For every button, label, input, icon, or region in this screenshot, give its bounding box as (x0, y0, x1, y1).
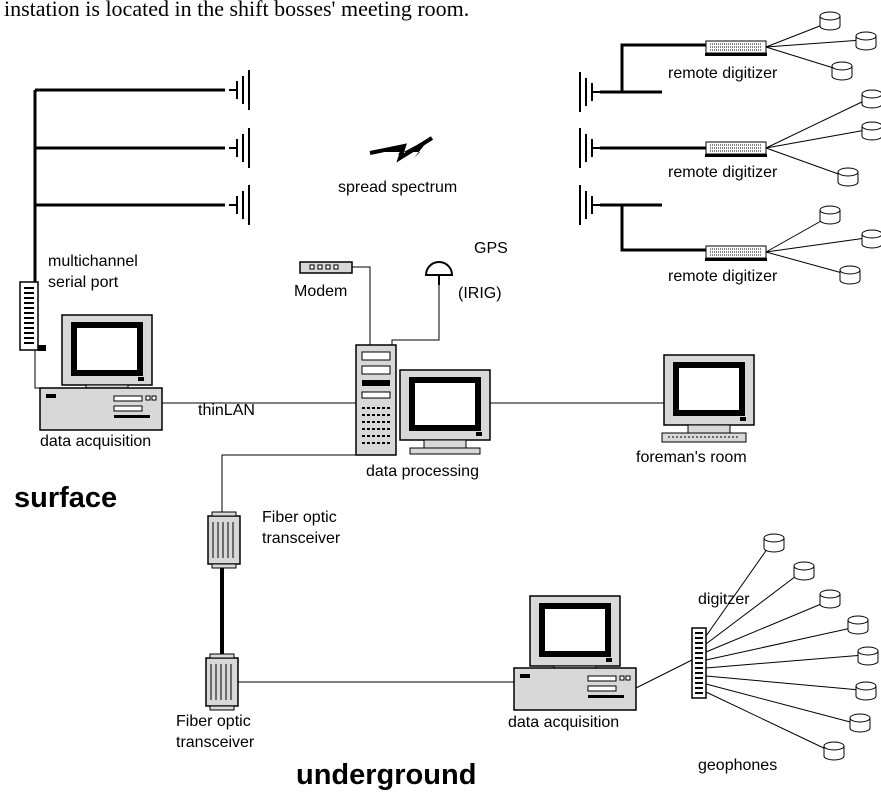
fiber-bottom-label-2: transceiver (176, 734, 255, 751)
monitor-icon (62, 315, 152, 399)
computer-icon (39, 387, 163, 431)
geophones-label: geophones (698, 757, 777, 774)
antenna-icon (579, 71, 601, 113)
multichannel-label: multichannel (48, 253, 138, 270)
geophone-icon (837, 167, 859, 187)
foremans-room-label: foreman's room (636, 449, 747, 466)
underground-label: underground (296, 759, 476, 791)
gps-label: GPS (474, 240, 508, 257)
server-tower-icon (355, 344, 397, 456)
geophone-icon (839, 265, 861, 285)
antenna-icon (228, 184, 250, 226)
geophone-icon (861, 229, 881, 249)
geophone-icon (855, 31, 877, 51)
geophone-icon (831, 61, 853, 81)
geophone-icon (857, 646, 879, 666)
antenna-icon (228, 127, 250, 169)
digitizer-icon (704, 40, 768, 57)
modem-icon (299, 261, 353, 274)
serial-port-label: serial port (48, 274, 119, 291)
header-text: instation is located in the shift bosses… (4, 0, 469, 21)
antenna-icon (579, 127, 601, 169)
modem-label: Modem (294, 283, 347, 300)
geophone-icon (849, 713, 871, 733)
left-radio-bus (33, 88, 225, 283)
geophone-icon (819, 205, 841, 225)
geophone-icon (819, 589, 841, 609)
digitzer-label: digitzer (698, 591, 750, 608)
remote-digitizer-label: remote digitizer (668, 164, 778, 181)
fiber-top-label-1: Fiber optic (262, 509, 337, 526)
data-acquisition-surface-label: data acquisition (40, 433, 151, 450)
geophone-icon (763, 533, 785, 553)
geophone-icon (793, 561, 815, 581)
antenna-icon (228, 69, 250, 111)
spread-spectrum-label: spread spectrum (338, 179, 457, 196)
geophone-icon (861, 89, 881, 109)
serial-port-icon (19, 281, 46, 351)
right-radio-links (600, 43, 706, 252)
surface-label: surface (14, 482, 117, 514)
geophone-icon (823, 741, 845, 761)
transceiver-icon (205, 653, 239, 711)
gps-dome-icon (424, 261, 454, 285)
terminal-icon (661, 432, 747, 443)
geophone-icon (861, 121, 881, 141)
irig-label: (IRIG) (458, 285, 502, 302)
digitizer-icon (691, 627, 707, 699)
fiber-top-label-2: transceiver (262, 530, 341, 547)
monitor-icon (400, 370, 490, 454)
data-processing-label: data processing (366, 463, 479, 480)
geophone-icon (847, 615, 869, 635)
digitizer-icon (704, 141, 768, 158)
monitor-icon (664, 355, 754, 439)
thinlan-label: thinLAN (198, 402, 255, 419)
remote-digitizer-label: remote digitizer (668, 65, 778, 82)
remote-digitizer-label: remote digitizer (668, 268, 778, 285)
geophone-icon (855, 681, 877, 701)
antenna-icon (579, 184, 601, 226)
digitizer-icon (704, 245, 768, 262)
geophone-icon (819, 11, 841, 31)
data-acquisition-underground-label: data acquisition (508, 714, 619, 731)
transceiver-icon (207, 511, 241, 569)
fiber-bottom-label-1: Fiber optic (176, 713, 251, 730)
computer-icon (513, 667, 637, 711)
